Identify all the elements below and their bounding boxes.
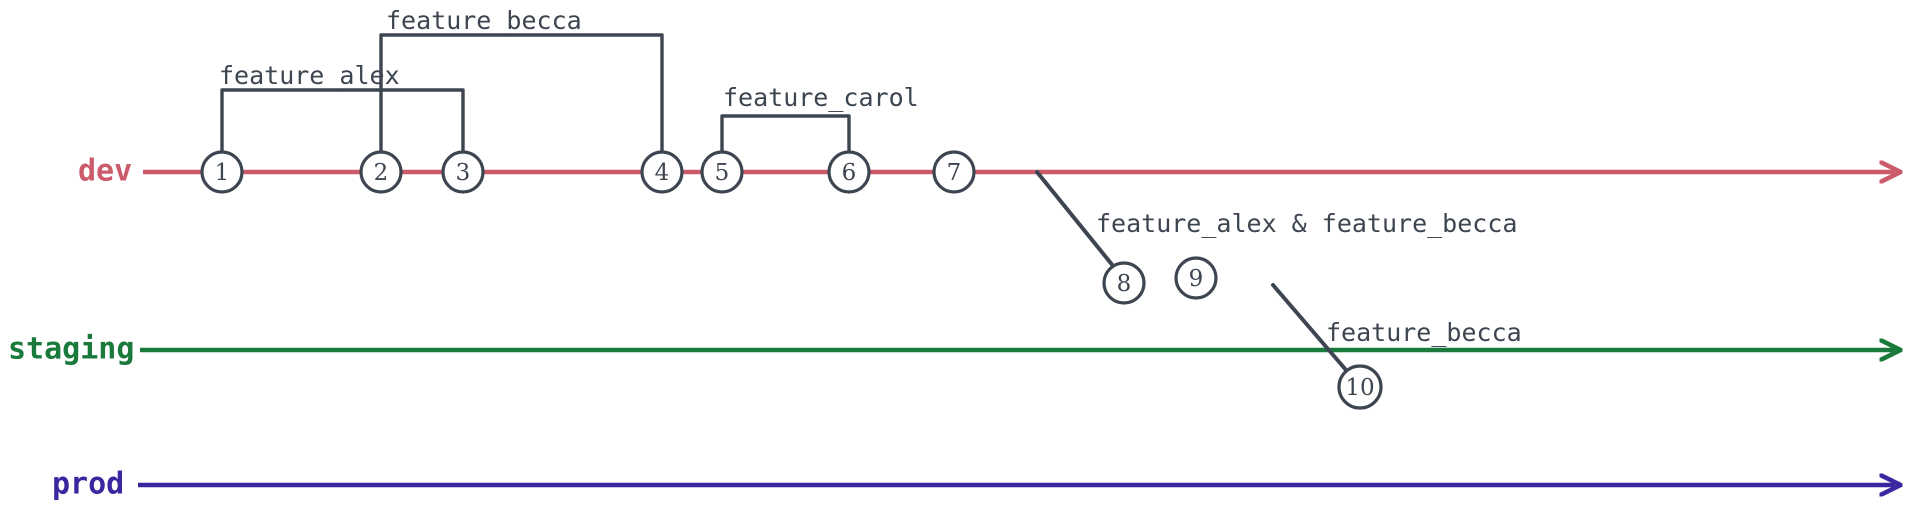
commit-node-7[interactable]: 7 [932, 150, 976, 194]
merge-labels-group: feature_alex & feature_becca feature_bec… [1096, 209, 1522, 347]
commit-circle-5[interactable] [700, 150, 744, 194]
commit-circle-4[interactable] [640, 150, 684, 194]
feature-label-carol: feature_carol [723, 83, 919, 112]
merge-line-dev-to-staging [1035, 170, 1120, 274]
merge-label-dev-to-staging: feature_alex & feature_becca [1096, 209, 1517, 238]
feature-label-becca: feature_becca [386, 6, 582, 35]
commit-label-2: 2 [374, 160, 389, 186]
commit-node-6[interactable]: 6 [827, 150, 871, 194]
commit-label-4: 4 [655, 160, 670, 186]
commit-label-5: 5 [715, 160, 730, 186]
commit-label-6: 6 [842, 160, 857, 186]
bracket-feature-carol [720, 114, 851, 174]
commit-label-10: 10 [1345, 375, 1374, 401]
commit-node-2[interactable]: 2 [359, 150, 403, 194]
commit-node-4[interactable]: 4 [640, 150, 684, 194]
branch-lines-group [138, 172, 1895, 485]
feature-label-alex: feature_alex [219, 61, 400, 90]
branch-label-prod: prod [52, 467, 124, 502]
branch-label-staging: staging [8, 332, 134, 367]
bracket-feature-becca [379, 33, 664, 174]
commit-node-8[interactable]: 8 [1102, 261, 1146, 305]
commit-circle-10[interactable] [1337, 364, 1383, 410]
commit-circle-7[interactable] [932, 150, 976, 194]
bracket-feature-alex [220, 88, 465, 174]
commit-nodes-group: 1 2 3 4 5 6 7 [200, 150, 1383, 410]
commit-node-5[interactable]: 5 [700, 150, 744, 194]
commit-label-7: 7 [947, 160, 962, 186]
commit-node-10[interactable]: 10 [1337, 364, 1383, 410]
feature-brackets-group [220, 33, 851, 174]
branch-labels-group: dev staging prod [8, 154, 134, 502]
commit-label-1: 1 [215, 160, 230, 186]
commit-circle-8[interactable] [1102, 261, 1146, 305]
feature-labels-group: feature_alex feature_becca feature_carol [219, 6, 919, 112]
branch-label-dev: dev [78, 154, 132, 189]
commit-circle-9[interactable] [1174, 256, 1218, 300]
commit-circle-3[interactable] [441, 150, 485, 194]
commit-label-3: 3 [456, 160, 471, 186]
merge-line-staging-to-prod [1271, 283, 1354, 379]
commit-node-1[interactable]: 1 [200, 150, 244, 194]
commit-circle-6[interactable] [827, 150, 871, 194]
commit-circle-1[interactable] [200, 150, 244, 194]
commit-label-8: 8 [1117, 271, 1132, 297]
commit-node-9[interactable]: 9 [1174, 256, 1218, 300]
commit-circle-2[interactable] [359, 150, 403, 194]
merge-label-staging-to-prod: feature_becca [1326, 318, 1522, 347]
merge-lines-group [1035, 170, 1354, 379]
commit-label-9: 9 [1189, 266, 1204, 292]
commit-node-3[interactable]: 3 [441, 150, 485, 194]
